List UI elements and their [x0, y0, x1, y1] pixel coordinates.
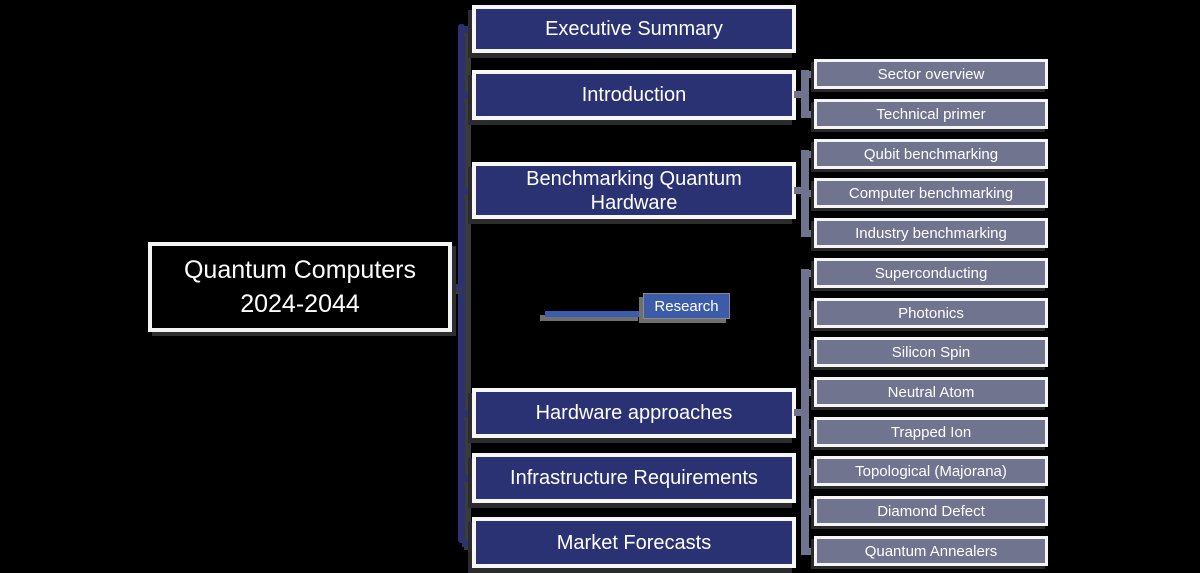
connector-trunk-hardware-children	[801, 269, 809, 555]
subtopic-label: Silicon Spin	[891, 343, 971, 361]
chapter-box-hardware-approaches: Hardware approaches	[472, 388, 796, 438]
subtopic-box-superconducting: Superconducting	[814, 258, 1048, 288]
connector-stub-technical-primer	[806, 111, 814, 118]
connector-stub-photonics	[806, 310, 814, 317]
connector-stub-market-forecasts	[462, 540, 472, 547]
connector-stub-diamond-defect	[806, 508, 814, 515]
connector-stub-superconducting	[806, 270, 814, 277]
subtopic-box-technical-primer: Technical primer	[814, 99, 1048, 129]
logo-underline-bar	[545, 311, 643, 317]
connector-trunk-introduction-children	[801, 70, 809, 118]
chapter-box-market-forecasts: Market Forecasts	[472, 517, 796, 568]
subtopic-box-photonics: Photonics	[814, 298, 1048, 328]
connector-stub-executive-summary	[462, 26, 472, 33]
subtopic-box-topological-majorana: Topological (Majorana)	[814, 456, 1048, 486]
subtopic-label: Sector overview	[877, 65, 985, 83]
subtopic-box-industry-benchmarking: Industry benchmarking	[814, 218, 1048, 248]
subtopic-label: Qubit benchmarking	[863, 145, 999, 163]
logo-research-badge: Research	[643, 293, 730, 319]
subtopic-box-quantum-annealers: Quantum Annealers	[814, 536, 1048, 566]
chapter-label: Executive Summary	[545, 18, 723, 40]
connector-stub-sector-overview	[806, 71, 814, 78]
chapter-label: Introduction	[581, 84, 687, 106]
subtopic-label: Quantum Annealers	[864, 542, 998, 560]
connector-stub-silicon-spin	[806, 349, 814, 356]
chapter-label: Benchmarking Quantum Hardware	[526, 167, 742, 214]
chapter-box-executive-summary: Executive Summary	[472, 5, 796, 53]
connector-stub-neutral-atom	[806, 389, 814, 396]
report-title-line1: Quantum Computers	[183, 256, 417, 284]
subtopic-label: Trapped Ion	[890, 423, 972, 441]
logo-research-label: Research	[654, 297, 719, 315]
connector-stub-benchmarking	[462, 188, 472, 195]
connector-stub-introduction	[462, 92, 472, 99]
chapter-box-introduction: Introduction	[472, 70, 796, 120]
chapter-label: Market Forecasts	[556, 531, 712, 554]
connector-trunk-benchmarking-children	[801, 150, 809, 237]
connector-stub-computer-benchmarking	[806, 190, 814, 197]
subtopic-box-diamond-defect: Diamond Defect	[814, 496, 1048, 526]
chapter-box-benchmarking-quantum-hardware: Benchmarking Quantum Hardware	[472, 162, 796, 219]
subtopic-box-neutral-atom: Neutral Atom	[814, 377, 1048, 407]
subtopic-label: Superconducting	[874, 264, 988, 282]
chapter-label: Hardware approaches	[535, 402, 733, 424]
connector-stub-topological-majorana	[806, 468, 814, 475]
connector-stub-hardware-right	[794, 409, 803, 416]
subtopic-label: Topological (Majorana)	[855, 462, 1007, 480]
connector-stub-benchmarking-right	[794, 187, 803, 194]
subtopic-box-sector-overview: Sector overview	[814, 59, 1048, 89]
subtopic-box-trapped-ion: Trapped Ion	[814, 417, 1048, 447]
subtopic-box-silicon-spin: Silicon Spin	[814, 337, 1048, 367]
subtopic-label: Computer benchmarking	[848, 184, 1014, 202]
report-title-box: Quantum Computers 2024-2044	[148, 242, 452, 332]
chapter-label: Infrastructure Requirements	[510, 467, 758, 489]
chapter-box-infrastructure-requirements: Infrastructure Requirements	[472, 453, 796, 503]
subtopic-box-qubit-benchmarking: Qubit benchmarking	[814, 139, 1048, 169]
connector-stub-introduction-right	[794, 91, 803, 98]
connector-stub-hardware-approaches	[462, 410, 472, 417]
connector-stub-trapped-ion	[806, 429, 814, 436]
subtopic-label: Industry benchmarking	[855, 224, 1007, 242]
subtopic-label: Technical primer	[876, 105, 986, 123]
connector-trunk-left	[458, 24, 465, 543]
connector-stub-infrastructure	[462, 475, 472, 482]
connector-stub-industry-benchmarking	[806, 230, 814, 237]
subtopic-label: Neutral Atom	[887, 383, 975, 401]
connector-stub-title	[452, 284, 460, 291]
subtopic-box-computer-benchmarking: Computer benchmarking	[814, 178, 1048, 208]
connector-stub-quantum-annealers	[806, 548, 814, 555]
report-title-line2: 2024-2044	[240, 290, 360, 318]
subtopic-label: Diamond Defect	[877, 502, 985, 520]
subtopic-label: Photonics	[898, 304, 964, 322]
connector-stub-qubit-benchmarking	[806, 151, 814, 158]
